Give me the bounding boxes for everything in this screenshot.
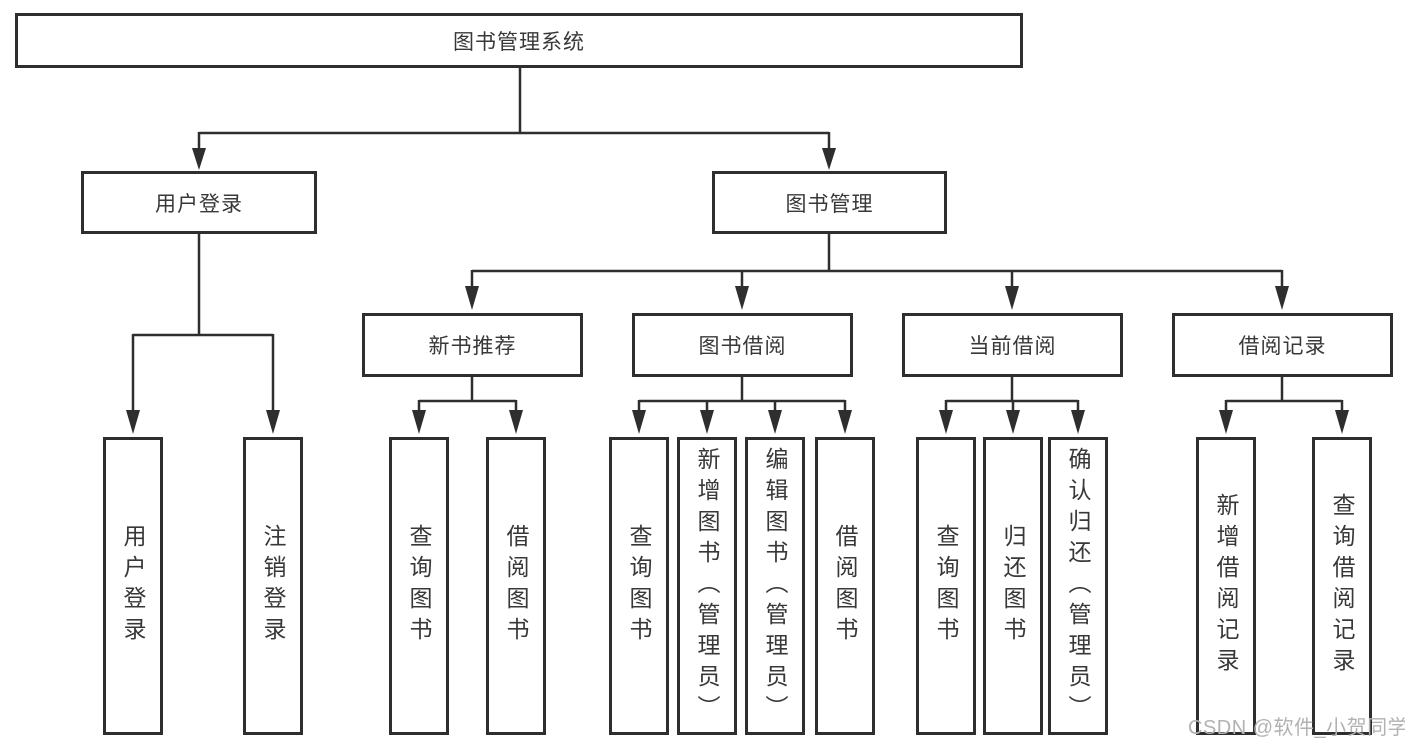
node-new-book-recommend: 新书推荐 (362, 313, 583, 377)
leaf-borrow-books-recommend: 借阅图书 (486, 437, 546, 735)
node-user-login: 用户登录 (81, 171, 317, 234)
connector-records-to-leaves (1219, 377, 1349, 434)
leaf-label: 编辑图书（管理员） (762, 446, 788, 726)
arrowhead-icon (1006, 410, 1020, 434)
leaf-label: 用户登录 (120, 524, 146, 648)
arrowhead-icon (465, 286, 479, 310)
leaf-label: 查询借阅记录 (1329, 493, 1355, 679)
node-borrowing-records: 借阅记录 (1172, 313, 1393, 377)
leaf-label: 借阅图书 (832, 524, 858, 648)
arrowhead-icon (735, 286, 749, 310)
leaf-label: 查询图书 (626, 524, 652, 648)
arrowhead-icon (822, 148, 836, 170)
arrowhead-icon (1219, 410, 1233, 434)
arrowhead-icon (1071, 410, 1085, 434)
leaf-label: 新增借阅记录 (1213, 493, 1239, 679)
leaf-query-books-current: 查询图书 (916, 437, 976, 735)
arrowhead-icon (1335, 410, 1349, 434)
connector-management-to-level3 (465, 234, 1289, 310)
arrowhead-icon (1005, 286, 1019, 310)
node-book-borrowing-label: 图书借阅 (698, 335, 787, 358)
node-book-management: 图书管理 (712, 171, 947, 234)
leaf-logout: 注销登录 (243, 437, 303, 735)
leaf-label: 查询图书 (406, 524, 432, 648)
leaf-add-borrow-record: 新增借阅记录 (1196, 437, 1256, 735)
arrowhead-icon (632, 410, 646, 434)
leaf-confirm-return-admin: 确认归还（管理员） (1048, 437, 1108, 735)
node-book-management-label: 图书管理 (785, 192, 874, 216)
arrowhead-icon (700, 410, 714, 434)
arrowhead-icon (509, 410, 523, 434)
arrowhead-icon (412, 410, 426, 434)
node-current-borrowing: 当前借阅 (902, 313, 1123, 377)
csdn-watermark: CSDN @软件_小贺同学 (1188, 717, 1405, 739)
leaf-label: 查询图书 (933, 524, 959, 648)
connector-borrowing-to-leaves (632, 377, 852, 434)
connector-root-to-level2 (192, 68, 836, 170)
connector-login-to-leaves (126, 234, 280, 434)
node-root: 图书管理系统 (15, 13, 1023, 68)
leaf-label: 确认归还（管理员） (1065, 446, 1091, 726)
leaf-query-borrow-record: 查询借阅记录 (1312, 437, 1372, 735)
arrowhead-icon (768, 410, 782, 434)
connector-recommend-to-leaves (412, 377, 523, 434)
arrowhead-icon (939, 410, 953, 434)
connector-current-to-leaves (939, 377, 1085, 434)
leaf-return-books: 归还图书 (983, 437, 1043, 735)
leaf-query-books-recommend: 查询图书 (389, 437, 449, 735)
node-book-borrowing: 图书借阅 (632, 313, 853, 377)
arrowhead-icon (266, 410, 280, 434)
leaf-user-login: 用户登录 (103, 437, 163, 735)
leaf-label: 归还图书 (1000, 524, 1026, 648)
leaf-label: 注销登录 (260, 524, 286, 648)
node-borrowing-records-label: 借阅记录 (1238, 335, 1327, 358)
leaf-edit-book-admin: 编辑图书（管理员） (745, 437, 805, 735)
leaf-label: 新增图书（管理员） (694, 446, 720, 726)
node-current-borrowing-label: 当前借阅 (968, 335, 1057, 358)
node-new-book-recommend-label: 新书推荐 (428, 335, 517, 358)
leaf-add-book-admin: 新增图书（管理员） (677, 437, 737, 735)
leaf-borrow-books-borrowing: 借阅图书 (815, 437, 875, 735)
arrowhead-icon (838, 410, 852, 434)
arrowhead-icon (126, 410, 140, 434)
arrowhead-icon (192, 148, 206, 170)
arrowhead-icon (1275, 286, 1289, 310)
leaf-query-books-borrowing: 查询图书 (609, 437, 669, 735)
node-user-login-label: 用户登录 (155, 192, 243, 216)
leaf-label: 借阅图书 (503, 524, 529, 648)
node-root-label: 图书管理系统 (453, 30, 585, 54)
